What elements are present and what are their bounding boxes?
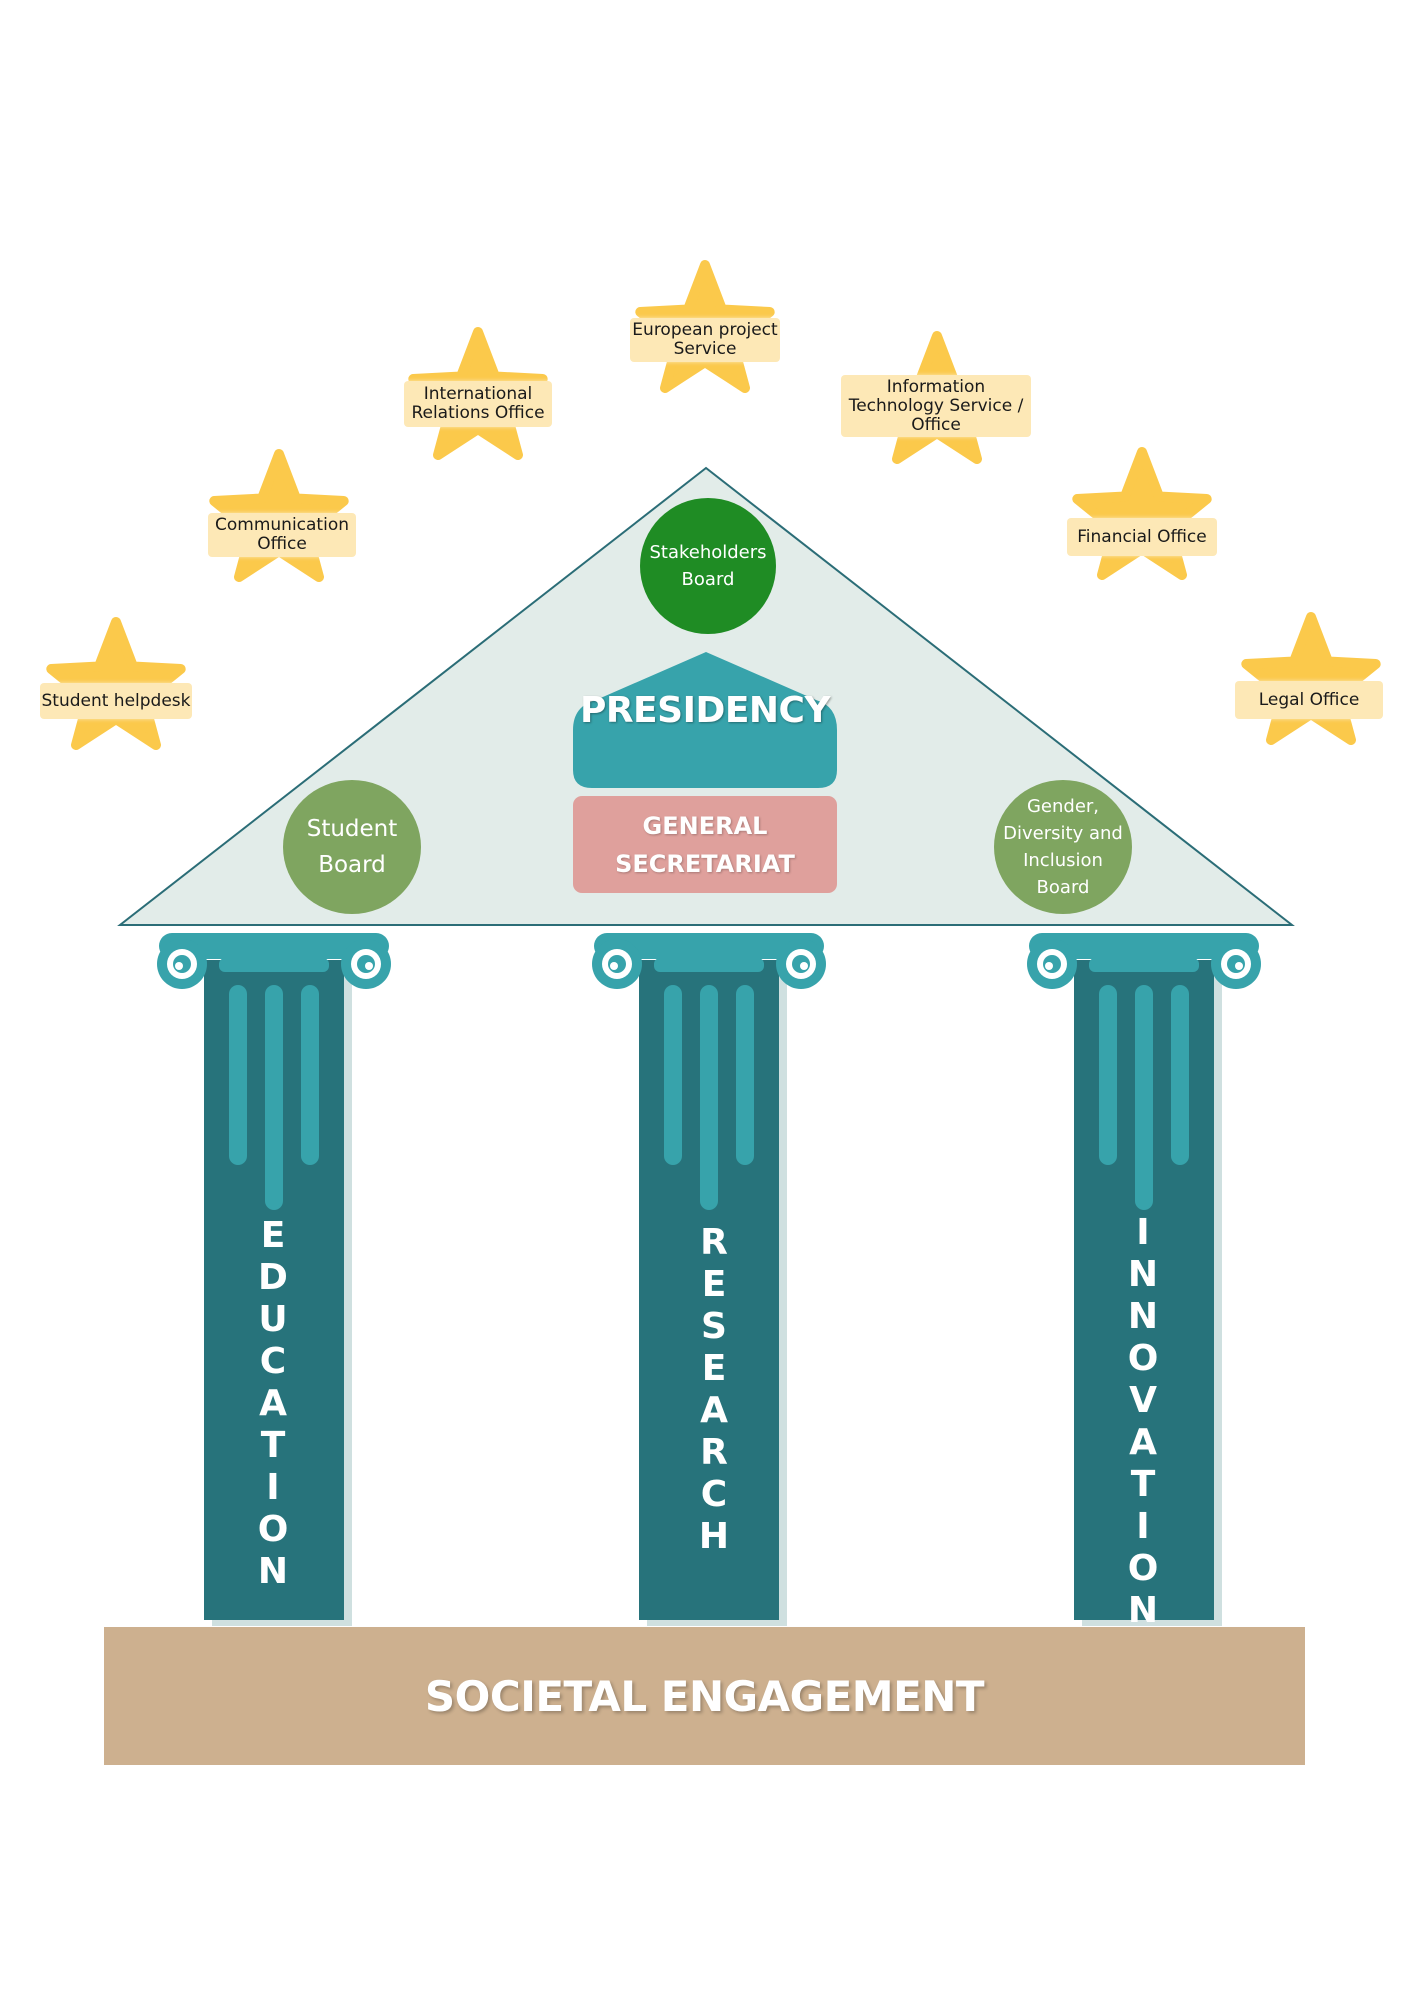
pillar-education — [157, 933, 391, 1626]
star-label-international-relations-office: International Relations Office — [404, 381, 552, 427]
star-label-financial-office: Financial Office — [1067, 518, 1217, 556]
star-icon — [1072, 447, 1212, 580]
general-secretariat-line2: SECRETARIAT — [615, 849, 795, 878]
societal-engagement-foundation: SOCIETAL ENGAGEMENT — [104, 1627, 1305, 1765]
star-label-information-technology-service: Information Technology Service / Office — [841, 375, 1031, 437]
pillars-layer — [157, 933, 1261, 1626]
star-label-student-helpdesk: Student helpdesk — [40, 683, 192, 719]
star-icon — [1241, 612, 1381, 745]
general-secretariat: GENERAL SECRETARIAT — [573, 796, 837, 893]
star-label-communication-office: Communication Office — [208, 513, 356, 557]
presidency-label: PRESIDENCY — [579, 690, 831, 731]
presidency-box — [573, 652, 837, 788]
gender-diversity-inclusion-board: Gender, Diversity and Inclusion Board — [994, 780, 1132, 914]
pillar-innovation — [1027, 933, 1261, 1626]
star-label-european-project-service: European project Service — [630, 318, 780, 362]
pillar-research — [592, 933, 826, 1626]
stakeholders-board: Stakeholders Board — [640, 498, 776, 634]
student-board: Student Board — [283, 780, 421, 914]
general-secretariat-line1: GENERAL — [642, 811, 768, 840]
star-label-legal-office: Legal Office — [1235, 681, 1383, 719]
